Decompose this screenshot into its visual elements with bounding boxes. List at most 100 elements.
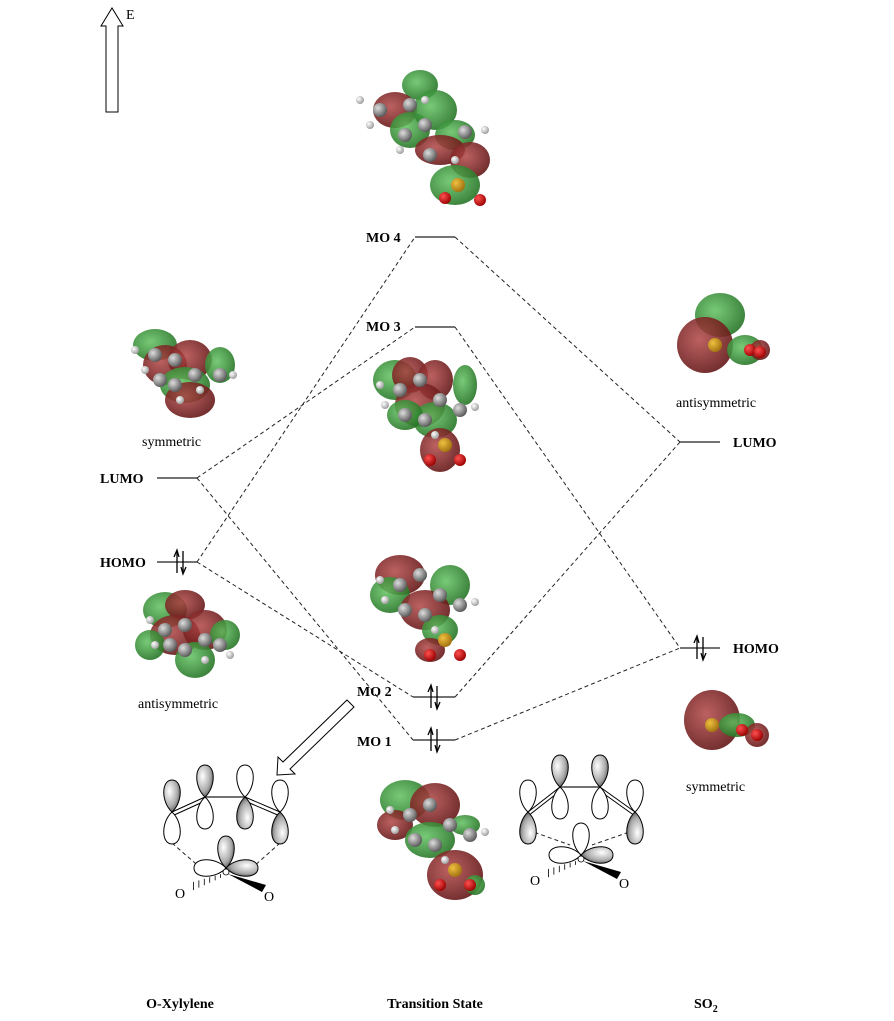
oxygen-label: O: [619, 877, 629, 892]
positive-lobe: [413, 402, 457, 438]
electron-pair-icon: [173, 548, 187, 576]
atom-C: [213, 638, 227, 652]
atom-H: [421, 96, 429, 104]
correlation-lines: [196, 236, 681, 741]
shaded-lobe: [236, 796, 254, 830]
negative-lobe: [677, 317, 733, 373]
atom-C: [463, 828, 477, 842]
left-homo-symmetry: antisymmetric: [138, 697, 218, 712]
atom-O: [434, 879, 446, 891]
atom-H: [356, 96, 364, 104]
wedge-bond: [583, 861, 621, 879]
open-lobe: [548, 846, 582, 864]
oxygen-label: O: [175, 887, 185, 902]
electron-pair-icon: [427, 683, 441, 711]
atom-C: [403, 808, 417, 822]
atom-C: [433, 588, 447, 602]
atom-C: [398, 408, 412, 422]
mo4-orbital: [356, 70, 490, 206]
atom-H: [391, 826, 399, 834]
line-so2lumo-mo4: [454, 236, 681, 443]
atom-C: [403, 98, 417, 112]
shaded-lobe: [580, 846, 614, 864]
left-fragment-name: O-Xylylene: [146, 997, 214, 1012]
right-lumo-label: LUMO: [733, 436, 777, 451]
line-lumo-mo3: [196, 326, 416, 479]
atom-C: [198, 633, 212, 647]
atom-C: [168, 378, 182, 392]
mo1-label: MO 1: [357, 735, 392, 750]
wedge-bond: [228, 874, 266, 892]
atom-C: [418, 413, 432, 427]
atom-H: [176, 396, 184, 404]
atom-C: [373, 103, 387, 117]
sulfur-atom: [222, 868, 230, 876]
line-so2homo-mo3: [454, 326, 681, 649]
atom-S: [451, 178, 465, 192]
shaded-lobe: [551, 754, 569, 788]
line-homo-mo2: [196, 561, 414, 698]
shaded-lobe: [271, 811, 289, 845]
right-homo-symmetry: symmetric: [686, 780, 745, 795]
atom-H: [386, 806, 394, 814]
atom-C: [428, 838, 442, 852]
energy-arrow: [100, 7, 124, 113]
atom-S: [438, 438, 452, 452]
electron-pairs: [173, 548, 707, 754]
atom-S: [438, 633, 452, 647]
positive-lobe: [405, 822, 455, 858]
negative-lobe: [420, 428, 460, 472]
sulfur-atom: [577, 855, 585, 863]
positive-lobe: [135, 630, 165, 660]
open-lobe: [519, 779, 537, 813]
atom-H: [381, 401, 389, 409]
line-lumo-mo1: [196, 477, 414, 741]
atom-O: [474, 194, 486, 206]
atom-O: [754, 346, 766, 358]
open-lobe: [196, 796, 214, 830]
atom-H: [366, 121, 374, 129]
orbital-renderings: [131, 70, 770, 900]
atom-O: [751, 729, 763, 741]
atom-H: [471, 403, 479, 411]
atom-C: [458, 125, 472, 139]
shaded-lobe: [217, 835, 235, 869]
so2-lumo-orbital: [677, 293, 770, 373]
atom-S: [708, 338, 722, 352]
mo2-label: MO 2: [357, 685, 392, 700]
line-so2homo-mo1: [454, 647, 681, 741]
atom-S: [448, 863, 462, 877]
atom-C: [453, 403, 467, 417]
pointer-arrow: [276, 699, 355, 776]
xylylene-lumo-orbital: [131, 329, 237, 418]
atom-O: [424, 649, 436, 661]
atom-C: [423, 798, 437, 812]
atom-C: [453, 598, 467, 612]
shaded-lobe: [591, 754, 609, 788]
open-lobe: [551, 786, 569, 820]
atom-C: [433, 393, 447, 407]
atom-C: [413, 568, 427, 582]
atom-C: [178, 618, 192, 632]
atom-H: [381, 596, 389, 604]
atom-H: [146, 616, 154, 624]
atom-C: [398, 128, 412, 142]
mo3-orbital: [373, 357, 479, 472]
open-lobe: [572, 822, 590, 856]
atom-C: [408, 833, 422, 847]
line-homo-mo4: [196, 236, 416, 563]
shaded-lobe: [519, 811, 537, 845]
open-lobe: [193, 859, 227, 877]
left-homo-label: HOMO: [100, 556, 146, 571]
transition-state-name: Transition State: [387, 997, 483, 1012]
atom-C: [443, 818, 457, 832]
atom-O: [736, 724, 748, 736]
atom-H: [141, 366, 149, 374]
mo2-orbital: [370, 555, 479, 662]
right-homo-label: HOMO: [733, 642, 779, 657]
atom-H: [201, 656, 209, 664]
atom-C: [393, 578, 407, 592]
atom-S: [705, 718, 719, 732]
